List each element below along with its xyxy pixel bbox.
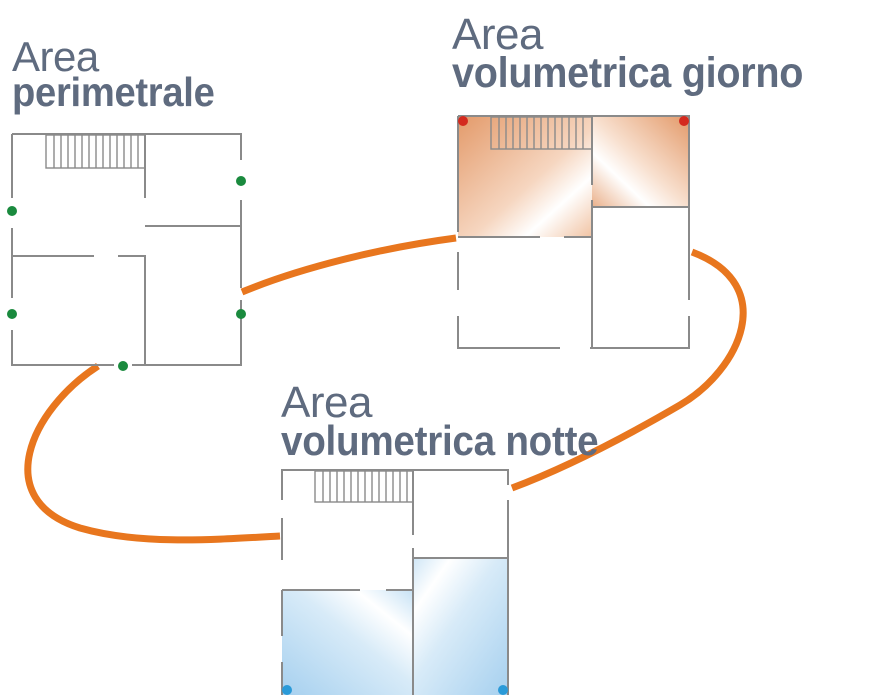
volumetric-sensor	[498, 685, 508, 695]
label-night-line2: volumetrica notte	[281, 417, 599, 464]
label-day-volumetric-area: Area volumetrica giorno	[452, 13, 834, 95]
volumetric-sensor	[458, 116, 468, 126]
label-day-line2: volumetrica giorno	[452, 49, 804, 97]
label-perimetral-line1: Area	[12, 33, 99, 80]
perimeter-sensor	[118, 361, 128, 371]
day-coverage-area	[458, 116, 688, 237]
perimeter-sensor	[7, 309, 17, 319]
connector-night-to-perimetral	[24, 363, 281, 544]
perimeter-sensor	[7, 206, 17, 216]
zone-connector	[24, 234, 747, 544]
perimeter-sensor	[236, 309, 246, 319]
label-night-volumetric-area: Area volumetrica notte	[281, 381, 626, 462]
staircase-icon	[314, 470, 414, 503]
volumetric-sensor	[282, 685, 292, 695]
floorplan-perimetral	[7, 133, 246, 371]
label-night-line1: Area	[281, 378, 372, 427]
label-perimetral-line2: perimetrale	[12, 69, 215, 115]
floorplan-day	[457, 115, 690, 349]
connector-perimetral-to-day	[240, 234, 457, 296]
night-coverage-area	[282, 558, 508, 695]
volumetric-sensor	[679, 116, 689, 126]
staircase-icon	[45, 134, 146, 169]
staircase-icon	[490, 116, 593, 150]
perimeter-sensors	[7, 176, 246, 371]
label-perimetral-area: Area perimetrale	[12, 36, 230, 113]
night-sensors	[282, 685, 508, 695]
label-day-line1: Area	[452, 10, 543, 59]
floorplan-night	[281, 469, 509, 695]
connector-day-to-night	[510, 248, 747, 492]
perimeter-sensor	[236, 176, 246, 186]
day-sensors	[458, 116, 689, 126]
